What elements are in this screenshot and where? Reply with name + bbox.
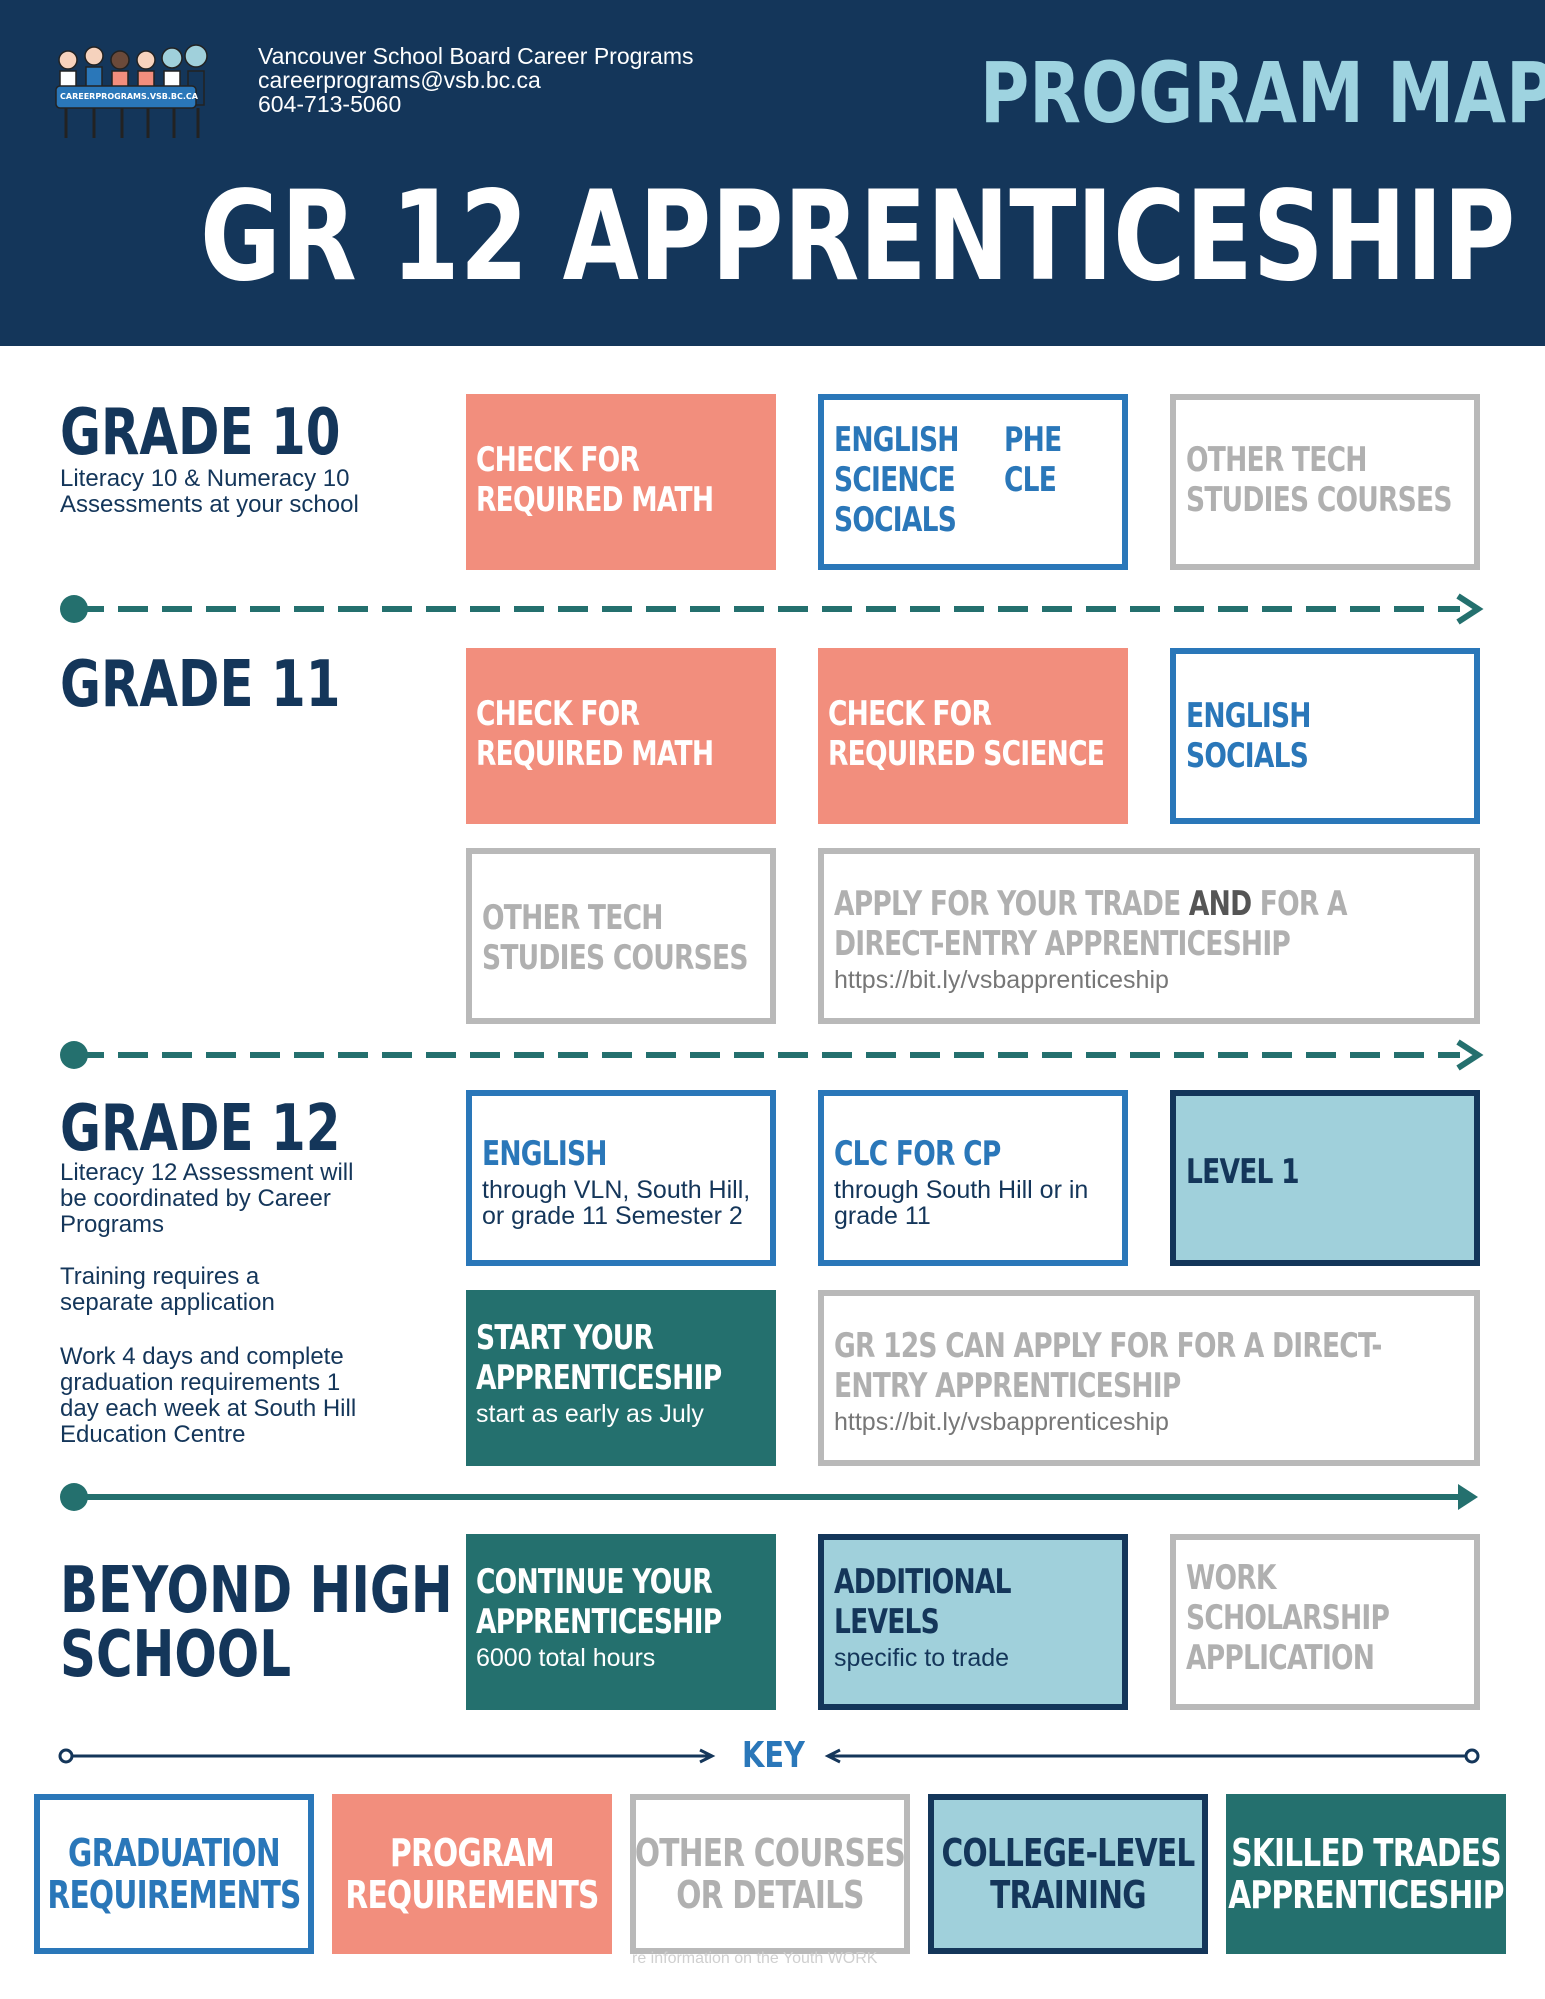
grade12-note-1c: Programs	[60, 1211, 165, 1238]
grade11-required-science: CHECK FOR REQUIRED SCIENCE	[818, 648, 1128, 824]
page-title: GR 12 APPRENTICESHIP	[200, 165, 1516, 309]
beyond-continue-apprenticeship: CONTINUE YOUR APPRENTICESHIP 6000 total …	[466, 1534, 776, 1710]
grade12-direct-entry: GR 12S CAN APPLY FOR FOR A DIRECT- ENTRY…	[818, 1290, 1480, 1466]
arrow-grade12-beyond	[60, 1483, 1478, 1511]
arrow-grade10-11	[60, 593, 1484, 625]
grade11-other-tech: OTHER TECH STUDIES COURSES	[466, 848, 776, 1024]
logo-text: CAREERPROGRAMS.VSB.BC.CA	[60, 92, 198, 101]
grade10-note-2: Assessments at your school	[60, 491, 359, 518]
grade12-note-1b: be coordinated by Career	[60, 1185, 331, 1212]
beyond-work-scholarship: WORK SCHOLARSHIP APPLICATION	[1170, 1534, 1480, 1710]
logo: CAREERPROGRAMS.VSB.BC.CA	[52, 38, 210, 146]
grade12-english: ENGLISH through VLN, South Hill, or grad…	[466, 1090, 776, 1266]
grade11-required-math: CHECK FOR REQUIRED MATH	[466, 648, 776, 824]
grade12-note-1a: Literacy 12 Assessment will	[60, 1159, 354, 1186]
arrow-grade11-12	[60, 1039, 1484, 1071]
grade12-title: GRADE 12	[60, 1092, 341, 1166]
grade12-note-3c: day each week at South Hill	[60, 1395, 357, 1422]
grade12-note-3d: Education Centre	[60, 1421, 246, 1448]
org-name: Vancouver School Board Career Programs	[258, 43, 694, 69]
beyond-additional-levels: ADDITIONAL LEVELS specific to trade	[818, 1534, 1128, 1710]
grade11-title: GRADE 11	[60, 648, 341, 722]
and-emphasis: AND	[1188, 884, 1252, 924]
grade12-clc: CLC FOR CP through South Hill or in grad…	[818, 1090, 1128, 1266]
beyond-title-2: SCHOOL	[60, 1618, 292, 1692]
grade10-note-1: Literacy 10 & Numeracy 10	[60, 465, 350, 492]
contact-phone: 604-713-5060	[258, 91, 402, 117]
grade12-note-2a: Training requires a	[60, 1263, 260, 1290]
grade12-start-apprenticeship: START YOUR APPRENTICESHIP start as early…	[466, 1290, 776, 1466]
grade10-other-tech: OTHER TECH STUDIES COURSES	[1170, 394, 1480, 570]
apprenticeship-link-2[interactable]: https://bit.ly/vsbapprenticeship	[834, 1408, 1169, 1436]
key-arrows	[58, 1748, 1480, 1764]
apprenticeship-link[interactable]: https://bit.ly/vsbapprenticeship	[834, 966, 1169, 994]
beyond-title-1: BEYOND HIGH	[60, 1554, 453, 1628]
grade10-title: GRADE 10	[60, 396, 341, 470]
contact-email[interactable]: careerprograms@vsb.bc.ca	[258, 67, 541, 93]
grade11-apply-trade: APPLY FOR YOUR TRADE AND FOR A DIRECT-EN…	[818, 848, 1480, 1024]
key-label: KEY	[742, 1735, 805, 1776]
program-map-label: PROGRAM MAP	[980, 44, 1545, 142]
footer-fragment: re information on the Youth WORK	[632, 1950, 878, 1967]
grade10-grad-courses: ENGLISH SCIENCE SOCIALS PHE CLE	[818, 394, 1128, 570]
grade12-note-3b: graduation requirements 1	[60, 1369, 341, 1396]
grade10-required-math: CHECK FOR REQUIRED MATH	[466, 394, 776, 570]
grade11-grad-courses: ENGLISH SOCIALS	[1170, 648, 1480, 824]
header-banner	[0, 0, 1545, 346]
grade12-note-2b: separate application	[60, 1289, 275, 1316]
grade12-note-3a: Work 4 days and complete	[60, 1343, 344, 1370]
grade12-level1: LEVEL 1	[1170, 1090, 1480, 1266]
